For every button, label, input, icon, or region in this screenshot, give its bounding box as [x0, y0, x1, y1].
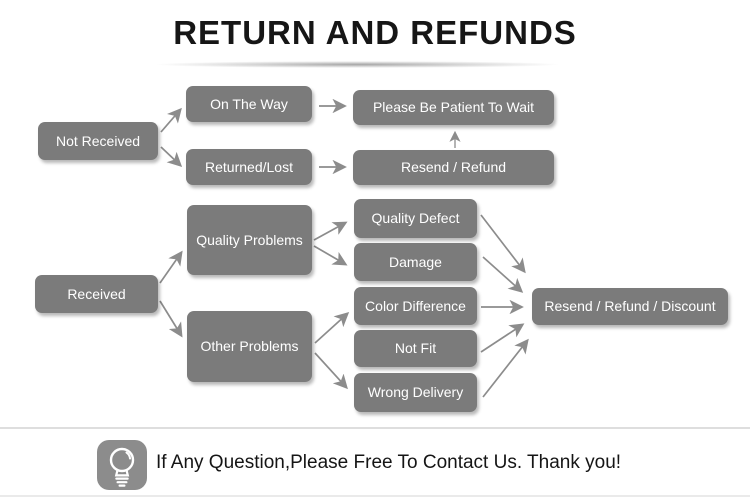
node-wrong-delivery: Wrong Delivery	[354, 373, 477, 412]
node-on-the-way: On The Way	[186, 86, 312, 122]
node-not-fit: Not Fit	[354, 330, 477, 367]
node-damage: Damage	[354, 243, 477, 281]
arrow-received-to-quality-problems	[159, 250, 183, 284]
footer-divider-line	[0, 427, 750, 429]
node-please-be-patient: Please Be Patient To Wait	[353, 90, 554, 125]
title-underline-shadow	[155, 61, 560, 68]
node-resend-refund-discount: Resend / Refund / Discount	[532, 288, 728, 325]
arrow-quality-problems-to-damage	[313, 245, 348, 266]
arrow-quality-defect-to-final	[480, 214, 526, 274]
node-other-problems: Other Problems	[187, 311, 312, 382]
footer-message: If Any Question,Please Free To Contact U…	[156, 452, 622, 473]
bottom-edge-line	[0, 495, 750, 497]
lightbulb-icon	[97, 440, 147, 490]
node-quality-defect: Quality Defect	[354, 199, 477, 238]
arrow-received-to-other-problems	[159, 300, 183, 338]
arrow-wrong-delivery-to-final	[482, 338, 529, 398]
arrow-damage-to-final	[482, 256, 524, 293]
arrow-other-problems-to-color-difference	[314, 312, 350, 344]
node-color-difference: Color Difference	[354, 287, 477, 325]
arrow-not-received-to-on-the-way	[160, 107, 182, 133]
page-title: RETURN AND REFUNDS	[173, 14, 577, 51]
node-received: Received	[35, 275, 158, 313]
arrow-not-fit-to-final	[480, 323, 525, 353]
arrow-other-problems-to-wrong-delivery	[314, 352, 348, 390]
arrow-quality-problems-to-quality-defect	[313, 221, 348, 241]
node-quality-problems: Quality Problems	[187, 205, 312, 275]
node-resend-refund: Resend / Refund	[353, 150, 554, 185]
node-returned-lost: Returned/Lost	[186, 149, 312, 185]
arrow-not-received-to-returned-lost	[160, 146, 183, 167]
node-not-received: Not Received	[38, 122, 158, 160]
